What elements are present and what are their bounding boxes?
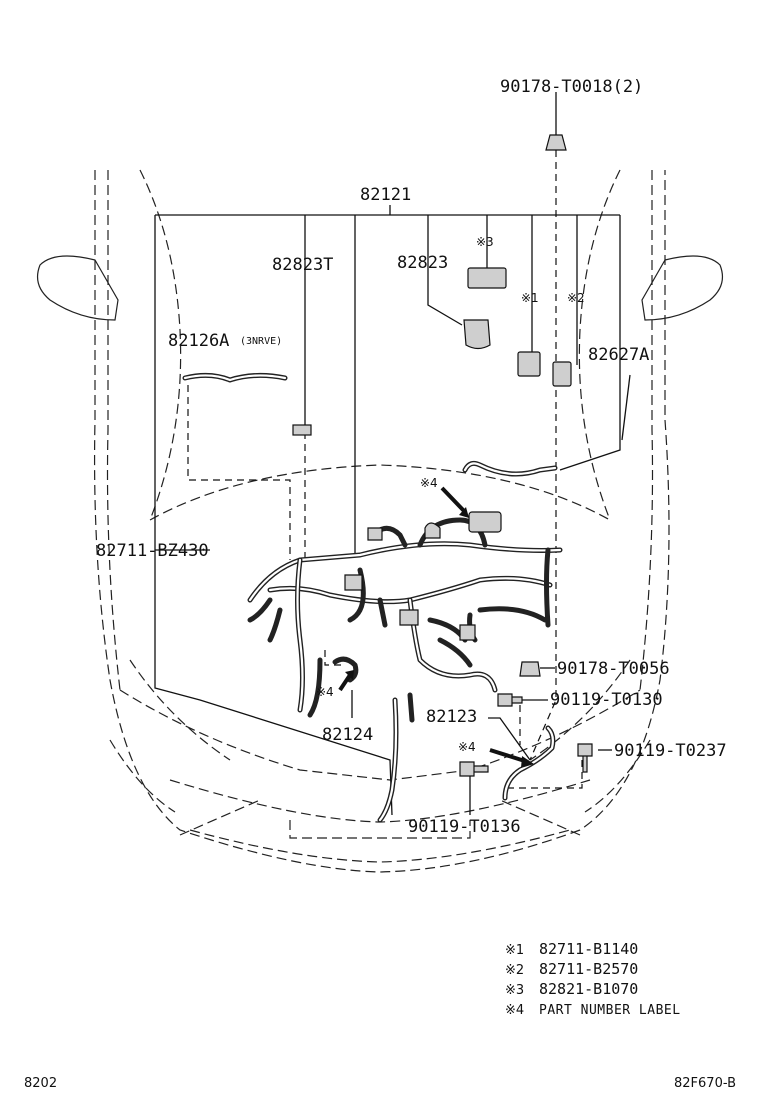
- mark-1: ※1: [521, 291, 539, 305]
- connector-82711-b2570-icon: [552, 361, 572, 387]
- callout-90178-t0056: 90178-T0056: [557, 659, 670, 679]
- leader-lines: [154, 92, 631, 816]
- clamp-82823t-icon: [292, 424, 312, 436]
- legend-text: 82711-B1140: [539, 940, 639, 958]
- legend-symbol: ※1: [505, 943, 525, 958]
- connector-82823-icon: [463, 319, 491, 350]
- callout-90119-t0237: 90119-T0237: [614, 741, 727, 761]
- bolt-90119-t0130-icon: [497, 693, 523, 707]
- nut-90178-t0056-icon: [519, 661, 541, 677]
- legend-text: 82821-B1070: [539, 980, 639, 998]
- connector-icon: [459, 624, 476, 641]
- part-number-label-tag: [468, 511, 502, 533]
- legend-text: 82711-B2570: [539, 960, 639, 978]
- callout-90119-t0130: 90119-T0130: [550, 690, 663, 710]
- callout-82823t: 82823T: [272, 255, 333, 275]
- mark-4-right: ※4: [458, 740, 476, 754]
- connector-icon: [344, 574, 363, 591]
- legend-row-1: ※1 82711-B1140: [505, 940, 681, 960]
- part-shapes: [292, 134, 593, 777]
- callout-82126a-note: (3NRVE): [240, 336, 282, 347]
- legend: ※1 82711-B1140 ※2 82711-B2570 ※3 82821-B107…: [505, 940, 681, 1020]
- legend-row-3: ※3 82821-B1070: [505, 980, 681, 1000]
- figure-number: 8202: [24, 1076, 58, 1091]
- legend-symbol: ※4: [505, 1003, 525, 1018]
- illustration-code: 82F670-B: [674, 1076, 736, 1091]
- callout-82124: 82124: [322, 725, 373, 745]
- callout-82711-bz430: 82711-BZ430: [96, 541, 209, 561]
- callout-82627a: 82627A: [588, 345, 649, 365]
- callout-90178-t0018: 90178-T0018(2): [500, 77, 643, 97]
- connector-82711-b1140-icon: [517, 351, 541, 377]
- mark-3: ※3: [476, 235, 494, 249]
- callout-82126a: 82126A: [168, 331, 229, 351]
- label-arrows: [338, 486, 534, 768]
- callout-82823: 82823: [397, 253, 448, 273]
- mark-2: ※2: [567, 291, 585, 305]
- legend-row-4: ※4 PART NUMBER LABEL: [505, 1000, 681, 1020]
- connector-icon: [424, 522, 441, 539]
- mark-4-upper: ※4: [420, 476, 438, 490]
- mark-4-left: ※4: [316, 685, 334, 699]
- legend-row-2: ※2 82711-B2570: [505, 960, 681, 980]
- legend-text: PART NUMBER LABEL: [539, 1003, 681, 1018]
- connector-icon: [399, 609, 419, 626]
- callout-82123: 82123: [426, 707, 477, 727]
- nut-90178-t0018-icon: [545, 134, 567, 151]
- callout-82121: 82121: [360, 185, 411, 205]
- connector-82821-b1070-icon: [467, 267, 507, 289]
- bolt-90119-t0237-icon: [577, 743, 593, 773]
- bolt-90119-t0136-icon: [459, 761, 489, 777]
- connector-icon: [367, 527, 383, 541]
- callout-90119-t0136: 90119-T0136: [408, 817, 521, 837]
- legend-symbol: ※2: [505, 963, 525, 978]
- legend-symbol: ※3: [505, 983, 525, 998]
